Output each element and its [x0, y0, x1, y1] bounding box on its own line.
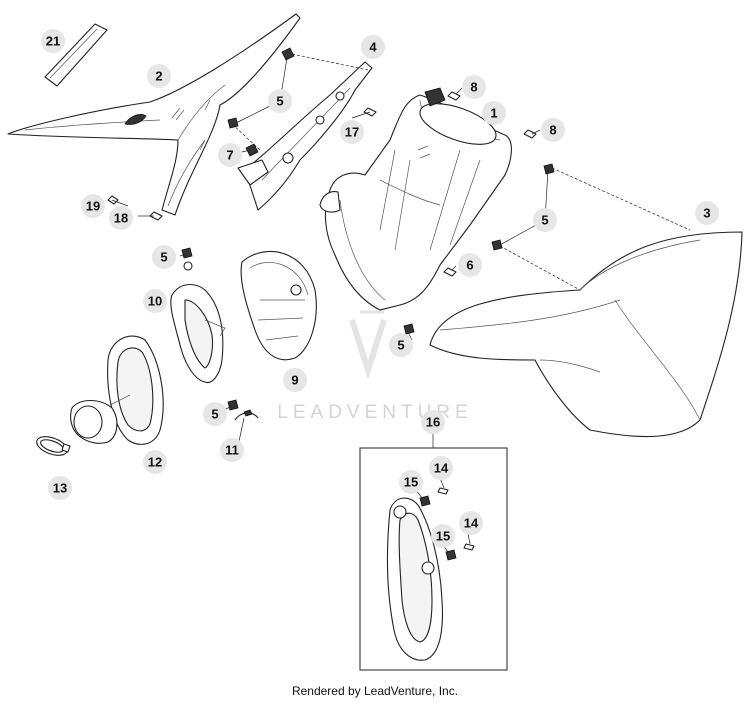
watermark: LEADVENTURE — [277, 310, 472, 423]
hardware — [107, 47, 555, 411]
svg-text:14: 14 — [464, 516, 479, 531]
grommet-top — [281, 47, 295, 61]
callout-6: 6 — [458, 253, 482, 277]
part-13-clamp — [36, 436, 71, 456]
svg-text:5: 5 — [211, 407, 218, 422]
grommet-mid — [227, 117, 239, 129]
svg-text:5: 5 — [160, 250, 167, 265]
callout-21: 21 — [41, 29, 65, 53]
svg-text:12: 12 — [148, 455, 162, 470]
svg-text:16: 16 — [426, 415, 440, 430]
inset-part-16 — [359, 432, 508, 671]
callout-15: 15 — [431, 524, 455, 548]
svg-text:10: 10 — [148, 294, 162, 309]
svg-text:5: 5 — [397, 338, 404, 353]
part-4-bracket — [237, 61, 373, 211]
callout-4: 4 — [361, 35, 385, 59]
callout-10: 10 — [143, 289, 167, 313]
callout-11: 11 — [220, 438, 244, 462]
svg-text:14: 14 — [434, 461, 449, 476]
footer-credit: Rendered by LeadVenture, Inc. — [291, 684, 459, 698]
svg-text:9: 9 — [291, 373, 298, 388]
watermark-text: LEADVENTURE — [277, 402, 472, 423]
callout-15: 15 — [399, 470, 423, 494]
callout-18: 18 — [109, 206, 133, 230]
callout-2: 2 — [147, 64, 171, 88]
part-10-filter-support — [170, 261, 226, 384]
callout-19: 19 — [81, 194, 105, 218]
callout-17: 17 — [340, 120, 364, 144]
part-11-clip — [234, 409, 259, 421]
svg-text:3: 3 — [703, 206, 710, 221]
screw-6 — [443, 267, 457, 277]
callout-14: 14 — [459, 511, 483, 535]
callout-5: 5 — [389, 333, 413, 357]
svg-text:2: 2 — [155, 69, 162, 84]
watermark-logo — [349, 310, 387, 380]
part-9-filter-cage — [240, 250, 317, 361]
grommet-11 — [227, 399, 239, 411]
callout-8: 8 — [462, 75, 486, 99]
callout-9: 9 — [283, 368, 307, 392]
svg-text:8: 8 — [549, 123, 556, 138]
callout-3: 3 — [695, 201, 719, 225]
svg-text:11: 11 — [225, 443, 239, 458]
part-2-side-panel — [7, 13, 301, 216]
part-21-decal — [44, 23, 108, 87]
callout-14: 14 — [429, 456, 453, 480]
part-1-airbox — [319, 87, 512, 311]
svg-text:21: 21 — [46, 34, 60, 49]
callout-13: 13 — [48, 476, 72, 500]
grommet-3a — [543, 163, 555, 175]
svg-text:8: 8 — [470, 80, 477, 95]
callout-5: 5 — [203, 402, 227, 426]
part-3-fairing — [429, 231, 743, 438]
screw-19 — [107, 195, 119, 205]
svg-text:15: 15 — [404, 475, 418, 490]
callout-12: 12 — [143, 450, 167, 474]
callout-8: 8 — [541, 118, 565, 142]
screw-18 — [149, 211, 163, 221]
callout-1: 1 — [482, 101, 506, 125]
inset-frame — [359, 447, 508, 671]
svg-text:19: 19 — [86, 199, 100, 214]
callout-5: 5 — [533, 208, 557, 232]
grommet-10 — [181, 247, 193, 259]
svg-text:4: 4 — [369, 40, 377, 55]
svg-text:5: 5 — [276, 94, 283, 109]
screw-8b — [523, 129, 537, 139]
grommet-box — [403, 323, 415, 335]
callout-5: 5 — [152, 245, 176, 269]
callout-7: 7 — [218, 143, 242, 167]
part-12-air-filter — [70, 335, 164, 445]
grommet-7 — [245, 143, 259, 157]
svg-text:17: 17 — [345, 125, 359, 140]
svg-text:6: 6 — [466, 258, 473, 273]
callouts: 21 2 4 5 5 5 7 17 8 8 1 19 18 3 5 5 6 5 … — [41, 29, 719, 548]
grommet-3b — [491, 239, 503, 251]
callout-5: 5 — [268, 89, 292, 113]
svg-text:5: 5 — [541, 213, 548, 228]
svg-text:15: 15 — [436, 529, 450, 544]
svg-text:1: 1 — [490, 106, 497, 121]
screw-8a — [447, 91, 461, 101]
svg-text:13: 13 — [53, 481, 67, 496]
callout-16: 16 — [421, 410, 445, 434]
svg-text:7: 7 — [226, 148, 233, 163]
svg-text:18: 18 — [114, 211, 128, 226]
